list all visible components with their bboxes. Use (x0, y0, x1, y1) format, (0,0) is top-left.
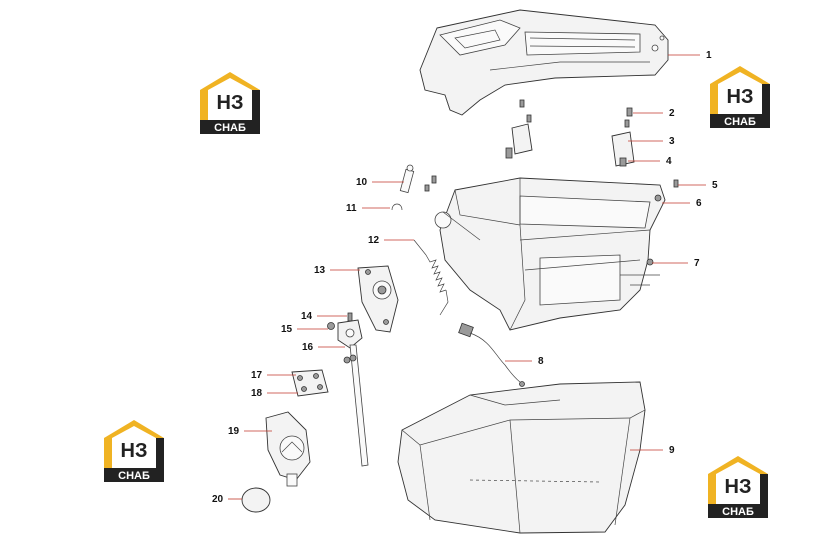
part-cable (458, 322, 525, 387)
part-armrest-housing (434, 177, 666, 331)
svg-text:НЗ: НЗ (727, 86, 754, 108)
callout-label-11: 11 (346, 203, 357, 214)
callout-label-5: 5 (712, 180, 718, 191)
part-hinge-brackets (505, 123, 635, 167)
callout-label-1: 1 (706, 50, 712, 61)
callout-label-9: 9 (669, 445, 675, 456)
part-spring (413, 239, 449, 316)
callout-label-6: 6 (696, 198, 702, 209)
brand-logo: НЗ СНАБ (710, 66, 770, 128)
callout-label-20: 20 (212, 494, 224, 505)
svg-text:СНАБ: СНАБ (724, 116, 756, 128)
callout-label-19: 19 (228, 426, 240, 437)
callout-label-4: 4 (666, 156, 672, 167)
callout-label-17: 17 (251, 370, 263, 381)
callout-label-13: 13 (314, 265, 326, 276)
brand-logo: НЗ СНАБ (104, 420, 164, 482)
part-cap (241, 487, 271, 513)
part-small-fasteners (327, 312, 363, 349)
callout-label-12: 12 (368, 235, 380, 246)
callout-label-14: 14 (301, 311, 313, 322)
callout-label-15: 15 (281, 324, 293, 335)
brand-logo: НЗ СНАБ (200, 72, 260, 134)
part-pin (399, 164, 415, 194)
callout-label-10: 10 (356, 177, 368, 188)
part-knob-housing (265, 411, 311, 487)
callout-label-2: 2 (669, 108, 675, 119)
callout-label-7: 7 (694, 258, 700, 269)
part-rod (343, 344, 369, 467)
part-damper-plate (357, 265, 399, 333)
callout-label-3: 3 (669, 136, 675, 147)
svg-text:СНАБ: СНАБ (214, 122, 246, 134)
part-mounting-plate (291, 369, 329, 397)
svg-text:НЗ: НЗ (725, 476, 752, 498)
svg-text:СНАБ: СНАБ (722, 506, 754, 518)
svg-text:НЗ: НЗ (217, 92, 244, 114)
svg-text:СНАБ: СНАБ (118, 470, 150, 482)
part-clip (391, 203, 403, 211)
callout-label-18: 18 (251, 388, 263, 399)
part-lower-shell (397, 381, 646, 534)
svg-text:НЗ: НЗ (121, 440, 148, 462)
brand-logo: НЗ СНАБ (708, 456, 768, 518)
part-armrest-cover (419, 9, 669, 116)
callout-label-16: 16 (302, 342, 314, 353)
callout-label-8: 8 (538, 356, 544, 367)
